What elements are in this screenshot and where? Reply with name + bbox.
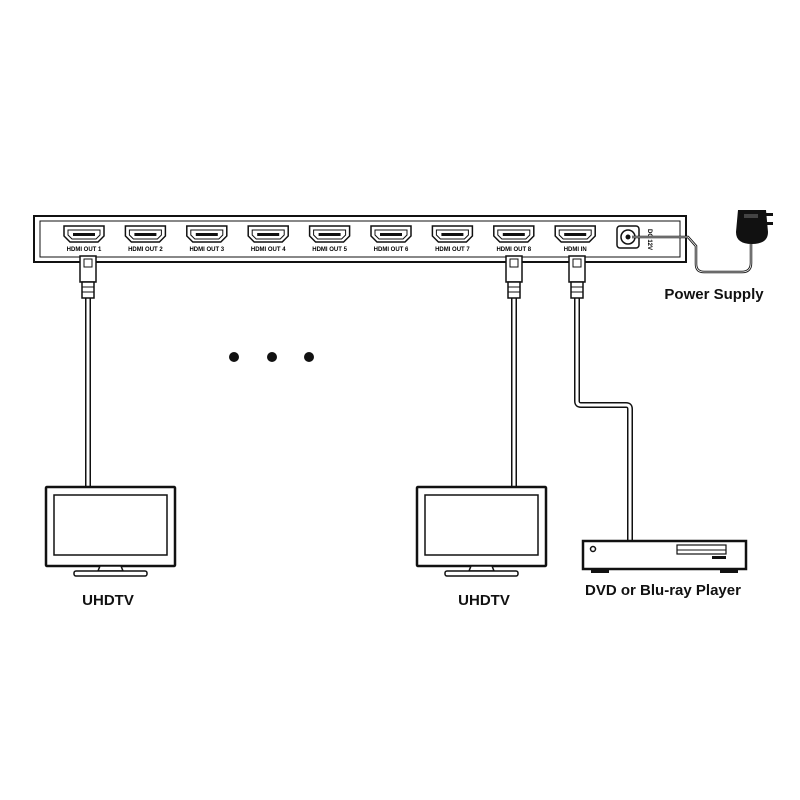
tv-icon [44,485,177,577]
hdmi-port-contacts [257,233,280,236]
hdmi-port-8: HDMI OUT 8 [493,225,535,253]
hdmi-port-contacts [441,233,464,236]
hdmi-connector-icon [505,255,523,299]
power-supply [632,210,773,274]
hdmi-port-contacts [502,233,525,236]
dvd-player-icon [581,539,748,573]
hdmi-port-label: HDMI OUT 1 [67,247,102,253]
power-adapter-icon [736,210,773,244]
hdmi-connector-icon [79,255,97,299]
tv-right-label: UHDTV [458,592,510,609]
hdmi-connector-icon [568,255,586,299]
dc-label: DC 12V [646,229,652,250]
hdmi-port-label: HDMI OUT 4 [251,247,286,253]
hdmi-port-5: HDMI OUT 5 [308,225,351,253]
hdmi-port-1: HDMI OUT 1 [63,225,105,253]
hdmi-splitter: HDMI OUT 1 HDMI OUT 2 HDMI OUT 3 HDMI OUT 4… [33,215,687,263]
tv-left-label: UHDTV [82,592,134,609]
hdmi-port-label: HDMI OUT 7 [435,247,470,253]
port-row: HDMI OUT 1 HDMI OUT 2 HDMI OUT 3 HDMI OUT 4… [63,225,596,253]
hdmi-port-contacts [134,233,157,236]
hdmi-port-label: HDMI OUT 8 [496,247,531,253]
hdmi-port-contacts [564,233,587,236]
hdmi-port-4: HDMI OUT 4 [247,225,289,253]
tv-icon [415,485,548,577]
hdmi-port-7: HDMI OUT 7 [431,225,474,253]
hdmi-cable-in [574,298,633,543]
hdmi-port-3: HDMI OUT 3 [186,225,228,253]
hdmi-port-6: HDMI OUT 6 [370,225,412,253]
player-label: DVD or Blu-ray Player [585,582,741,599]
hdmi-port-label: HDMI IN [564,247,587,253]
hdmi-port-contacts [195,233,218,236]
hdmi-port-2: HDMI OUT 2 [124,225,167,253]
hdmi-port-contacts [73,233,95,236]
ellipsis-icon [229,352,314,362]
hdmi-port-label: HDMI OUT 3 [189,247,224,253]
power-supply-label: Power Supply [664,286,764,303]
hdmi-port-label: HDMI OUT 5 [312,247,347,253]
hdmi-port-9: HDMI IN [554,225,596,253]
hdmi-port-label: HDMI OUT 2 [128,247,163,253]
hdmi-port-contacts [380,233,402,236]
hdmi-port-label: HDMI OUT 6 [374,247,409,253]
hdmi-port-contacts [318,233,341,236]
